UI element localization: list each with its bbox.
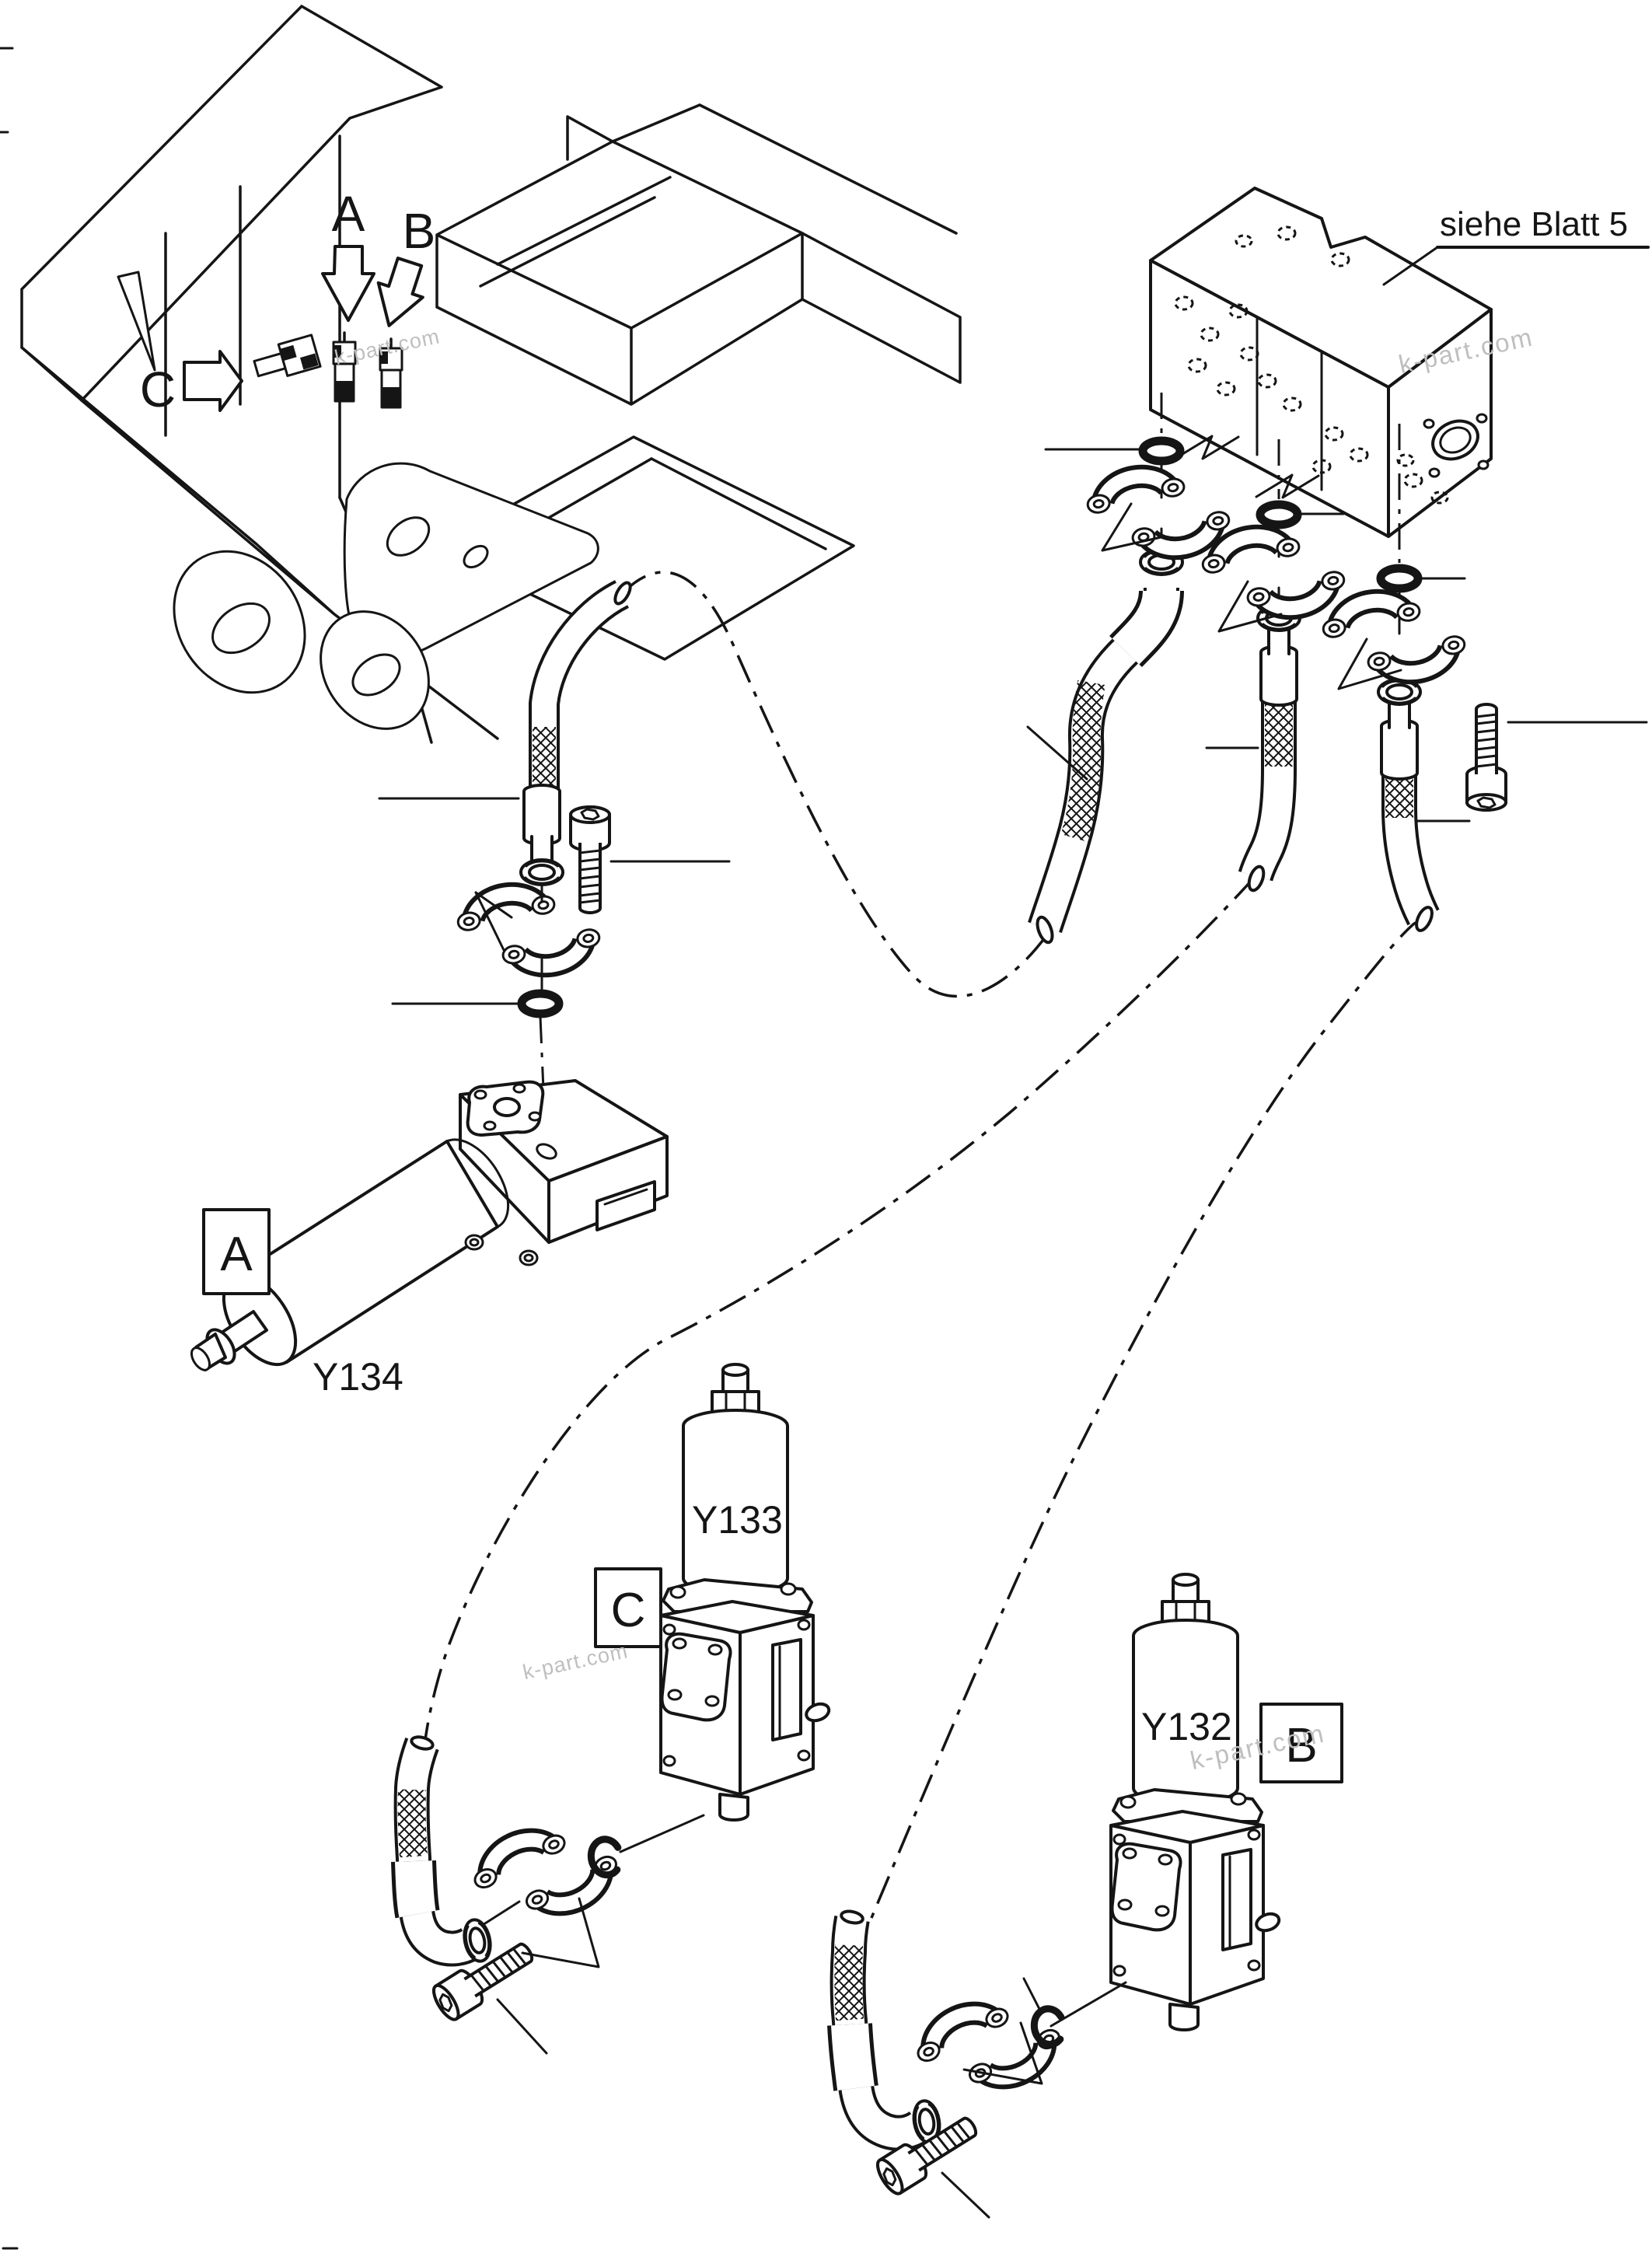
flange-clamp-3 <box>1320 593 1468 680</box>
o-ring-3 <box>1376 564 1423 593</box>
o-ring-2 <box>1256 500 1302 529</box>
cap-screw-3 <box>1465 703 1507 812</box>
route-b <box>855 916 1423 1954</box>
o-ring-1 <box>1138 436 1185 466</box>
elbow-assembly-c <box>391 1735 705 2055</box>
route-c <box>423 875 1256 1747</box>
callout-box-c-letter: C <box>611 1584 646 1637</box>
label-y133: Y133 <box>692 1498 783 1542</box>
machine-label-c: C <box>140 362 176 417</box>
flange-clamp-2 <box>1200 529 1347 616</box>
cap-screw-a <box>569 805 611 914</box>
callout-box-b-letter: B <box>1285 1719 1317 1773</box>
note-leader <box>1382 246 1439 286</box>
elbow-assembly-b <box>827 1909 1127 2219</box>
machine-overview-sketch: A B C k-part.com <box>0 5 962 744</box>
block-hose-assemblies <box>1026 393 1648 945</box>
watermark-3: k-part.com <box>521 1639 630 1684</box>
callout-box-b <box>1259 1703 1343 1783</box>
hose-routing-lines <box>423 571 1423 1954</box>
arrow-b-icon <box>376 257 424 327</box>
arrow-a-icon <box>321 245 375 322</box>
machine-label-a: A <box>332 186 365 242</box>
valve-block: siehe Blatt 5 k-part.com <box>1149 187 1650 538</box>
label-y134: Y134 <box>313 1355 403 1399</box>
hose-assembly-a <box>378 580 731 1145</box>
note-see-sheet: siehe Blatt 5 <box>1440 205 1628 243</box>
valve-y132: Y132 B k-part.com <box>1109 1573 1343 2031</box>
route-a <box>620 571 1051 998</box>
o-ring-a <box>517 989 564 1018</box>
callout-box-a <box>202 1208 271 1295</box>
valve-y134: Y134 A <box>190 1079 669 1399</box>
label-y132: Y132 <box>1141 1705 1232 1748</box>
mini-valve-horizontal <box>253 334 322 378</box>
hose-2 <box>1238 606 1300 892</box>
callout-box-c <box>594 1567 662 1648</box>
hose-1 <box>1028 548 1184 945</box>
callout-box-a-letter: A <box>220 1228 253 1281</box>
machine-label-b: B <box>403 203 436 259</box>
hose-3 <box>1378 679 1440 932</box>
arrow-c-icon <box>183 350 243 412</box>
